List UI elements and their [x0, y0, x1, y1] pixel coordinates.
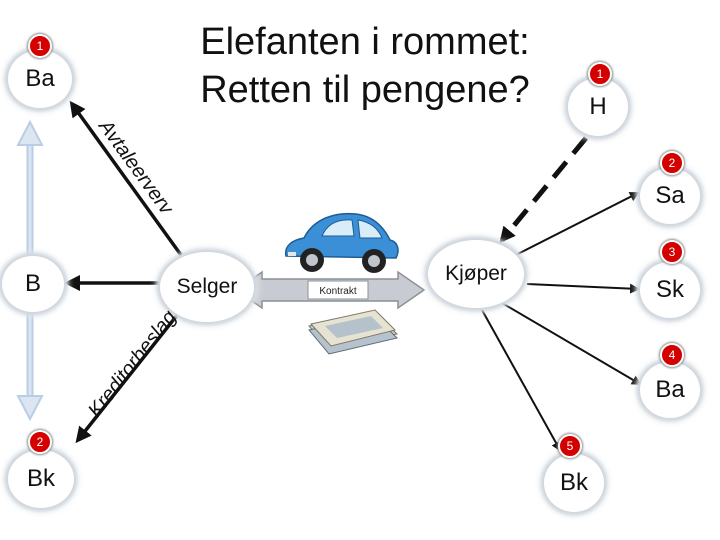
ba-right-node[interactable]: Ba	[640, 362, 700, 418]
b-label: B	[24, 270, 41, 297]
badge-sk: 3	[660, 240, 684, 264]
badge-ba-right: 4	[660, 343, 684, 367]
page-title: Elefanten i rommet: Retten til pengene?	[160, 18, 570, 114]
seller-node[interactable]: Selger	[160, 252, 254, 322]
bk-left-node[interactable]: Bk	[8, 450, 74, 508]
buyer-label: Kjøper	[445, 262, 507, 285]
title-line-2: Retten til pengene?	[200, 69, 530, 111]
arrow-seller-to-bk	[75, 312, 180, 444]
badge-bk-bottom: 5	[558, 434, 582, 458]
b-node[interactable]: B	[2, 256, 64, 312]
sk-label: Sk	[655, 276, 684, 303]
badge-ba-top: 1	[28, 34, 52, 58]
arrow-buyer-to-bk	[481, 309, 561, 452]
title-line-1: Elefanten i rommet:	[200, 21, 530, 63]
seller-label: Selger	[176, 275, 238, 298]
ba-top-node[interactable]: Ba	[8, 50, 72, 108]
money-bundle-icon	[308, 309, 398, 355]
h-node[interactable]: H	[568, 78, 628, 136]
arrow-buyer-to-sa	[501, 192, 640, 263]
car-icon	[284, 212, 399, 273]
buyer-node[interactable]: Kjøper	[428, 240, 524, 308]
sa-node[interactable]: Sa	[640, 168, 700, 224]
bk-left-label: Bk	[26, 465, 55, 492]
arrow-h-to-buyer	[499, 136, 588, 244]
badge-h: 1	[588, 62, 612, 86]
h-label: H	[589, 93, 607, 120]
sa-label: Sa	[655, 182, 685, 209]
contract-label: Kontrakt	[319, 286, 356, 297]
arrow-seller-to-ba	[69, 100, 183, 257]
contract-box	[307, 280, 369, 300]
ba-right-label: Ba	[655, 376, 685, 403]
bk-bottom-label: Bk	[559, 469, 588, 496]
arrow-buyer-to-ba	[501, 302, 642, 386]
arrow-buyer-to-sk	[526, 283, 640, 294]
sk-node[interactable]: Sk	[640, 262, 700, 318]
badge-sa: 2	[660, 151, 684, 175]
badge-bk-left: 2	[28, 430, 52, 454]
bk-bottom-node[interactable]: Bk	[544, 454, 604, 512]
ba-top-label: Ba	[25, 65, 55, 92]
